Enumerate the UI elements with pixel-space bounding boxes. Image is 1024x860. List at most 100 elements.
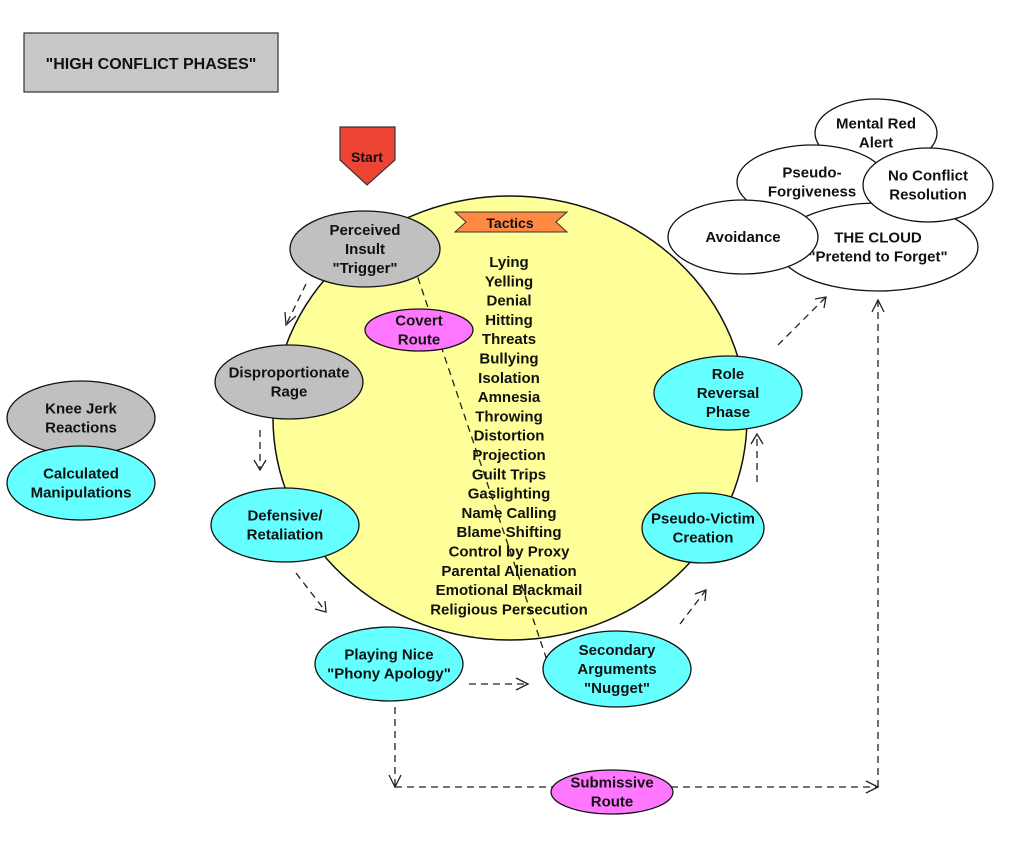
disproportionate-rage-label-line: Disproportionate (229, 365, 350, 382)
tactic-item: Hitting (485, 312, 532, 329)
disproportionate-rage-ellipse (214, 344, 364, 420)
role-reversal-phase-label-line: Reversal (697, 385, 760, 402)
perceived-insult-label-line: Perceived (330, 222, 401, 239)
start-marker: Start (339, 126, 396, 186)
tactic-item: Distortion (474, 428, 545, 445)
defensive-retaliation-label-line: Retaliation (247, 527, 324, 544)
playing-nice-label-line: "Phony Apology" (327, 666, 451, 683)
arrow-defensive-to-playing-nice (295, 572, 327, 613)
calculated-manipulations-label-line: Calculated (43, 466, 119, 483)
phase-nodes: PerceivedInsult"Trigger"CovertRouteDispr… (6, 98, 994, 815)
avoidance-ellipse (667, 199, 819, 275)
playing-nice-label-line: Playing Nice (344, 647, 433, 664)
tactics-banner: Tactics (453, 211, 569, 233)
covert-route-label-line: Route (398, 332, 441, 349)
tactic-item: Threats (482, 331, 536, 348)
no-conflict-resolution-label-line: No Conflict (888, 168, 968, 185)
pseudo-forgiveness-label-line: Forgiveness (768, 184, 856, 201)
tactic-item: Gaslighting (468, 486, 551, 503)
submissive-route-label-line: Route (591, 794, 634, 811)
arrow-role-reversal-to-cloud (777, 296, 827, 346)
tactic-item: Denial (486, 293, 531, 310)
tactic-item: Bullying (479, 351, 538, 368)
tactic-item: Lying (489, 254, 528, 271)
secondary-arguments-ellipse (542, 630, 692, 708)
covert-route-label-line: Covert (395, 313, 443, 330)
tactic-item: Throwing (475, 408, 543, 425)
arrow-playing-nice-to-secondary (469, 677, 530, 691)
tactic-item: Parental Alienation (441, 563, 576, 580)
title-box: "HIGH CONFLICT PHASES" (23, 32, 279, 93)
role-reversal-phase-label-line: Role (712, 366, 745, 383)
the-cloud-label-line: "Pretend to Forget" (808, 249, 947, 266)
role-reversal-phase-ellipse (653, 355, 803, 431)
perceived-insult-label-line: "Trigger" (332, 260, 397, 277)
start-label: Start (351, 149, 383, 165)
tactics-list: LyingYellingDenialHittingThreatsBullying… (430, 254, 588, 618)
arrow-trigger-to-rage (284, 283, 307, 327)
avoidance-label-line: Avoidance (705, 229, 780, 246)
node-avoidance: Avoidance (667, 199, 819, 275)
the-cloud-label-line: THE CLOUD (834, 230, 922, 247)
knee-jerk-reactions-label-line: Reactions (45, 420, 117, 437)
node-playing-nice: Playing Nice "Phony Apology" (314, 626, 464, 702)
disproportionate-rage-label-line: Rage (271, 384, 308, 401)
start-pentagon-icon (339, 126, 396, 186)
tactic-item: Control by Proxy (449, 544, 571, 561)
arrow-pseudo-victim-to-role-reversal (750, 432, 764, 482)
tactics-banner-shape (453, 211, 569, 233)
pseudo-victim-creation-label-line: Creation (673, 530, 734, 547)
covert-route-ellipse (364, 308, 474, 352)
arrow-playing-nice-down (388, 707, 402, 789)
tactics-banner-label: Tactics (486, 215, 533, 231)
no-conflict-resolution-ellipse (862, 147, 994, 223)
mental-red-alert-label-line: Alert (859, 135, 893, 152)
pseudo-forgiveness-label-line: Pseudo- (782, 165, 841, 182)
knee-jerk-reactions-ellipse (6, 380, 156, 456)
knee-jerk-reactions-label-line: Knee Jerk (45, 401, 117, 418)
no-conflict-resolution-label-line: Resolution (889, 187, 967, 204)
pseudo-victim-creation-label-line: Pseudo-Victim (651, 511, 755, 528)
tactic-item: Projection (472, 447, 545, 464)
defensive-retaliation-ellipse (210, 487, 360, 563)
tactic-item: Amnesia (478, 389, 541, 406)
node-defensive-retaliation: Defensive/Retaliation (210, 487, 360, 563)
calculated-manipulations-ellipse (6, 445, 156, 521)
perceived-insult-ellipse (289, 210, 441, 288)
tactic-item: Yelling (485, 273, 533, 290)
node-the-cloud: THE CLOUD "Pretend to Forget" (777, 202, 979, 292)
arrow-up-to-cloud (871, 298, 885, 787)
mental-red-alert-label-line: Mental Red (836, 116, 916, 133)
pseudo-victim-creation-ellipse (641, 492, 765, 564)
diagram-title: "HIGH CONFLICT PHASES" (46, 56, 257, 73)
title-box-background (23, 32, 279, 93)
tactic-item: Emotional Blackmail (436, 582, 583, 599)
defensive-retaliation-label-line: Defensive/ (247, 508, 323, 525)
playing-nice-ellipse (314, 626, 464, 702)
secondary-arguments-label-line: "Nugget" (584, 680, 650, 697)
tactic-item: Religious Persecution (430, 601, 588, 618)
calculated-manipulations-label-line: Manipulations (31, 485, 132, 502)
arrow-secondary-to-pseudo-victim (679, 589, 707, 625)
submissive-route-ellipse (550, 769, 674, 815)
submissive-route-label-line: Submissive (570, 775, 653, 792)
role-reversal-phase-label-line: Phase (706, 404, 750, 421)
tactic-item: Blame Shifting (456, 524, 561, 541)
perceived-insult-label-line: Insult (345, 241, 385, 258)
tactic-item: Name Calling (461, 505, 556, 522)
tactic-item: Guilt Trips (472, 466, 546, 483)
secondary-arguments-label-line: Secondary (579, 642, 656, 659)
tactic-item: Isolation (478, 370, 540, 387)
secondary-arguments-label-line: Arguments (577, 661, 656, 678)
